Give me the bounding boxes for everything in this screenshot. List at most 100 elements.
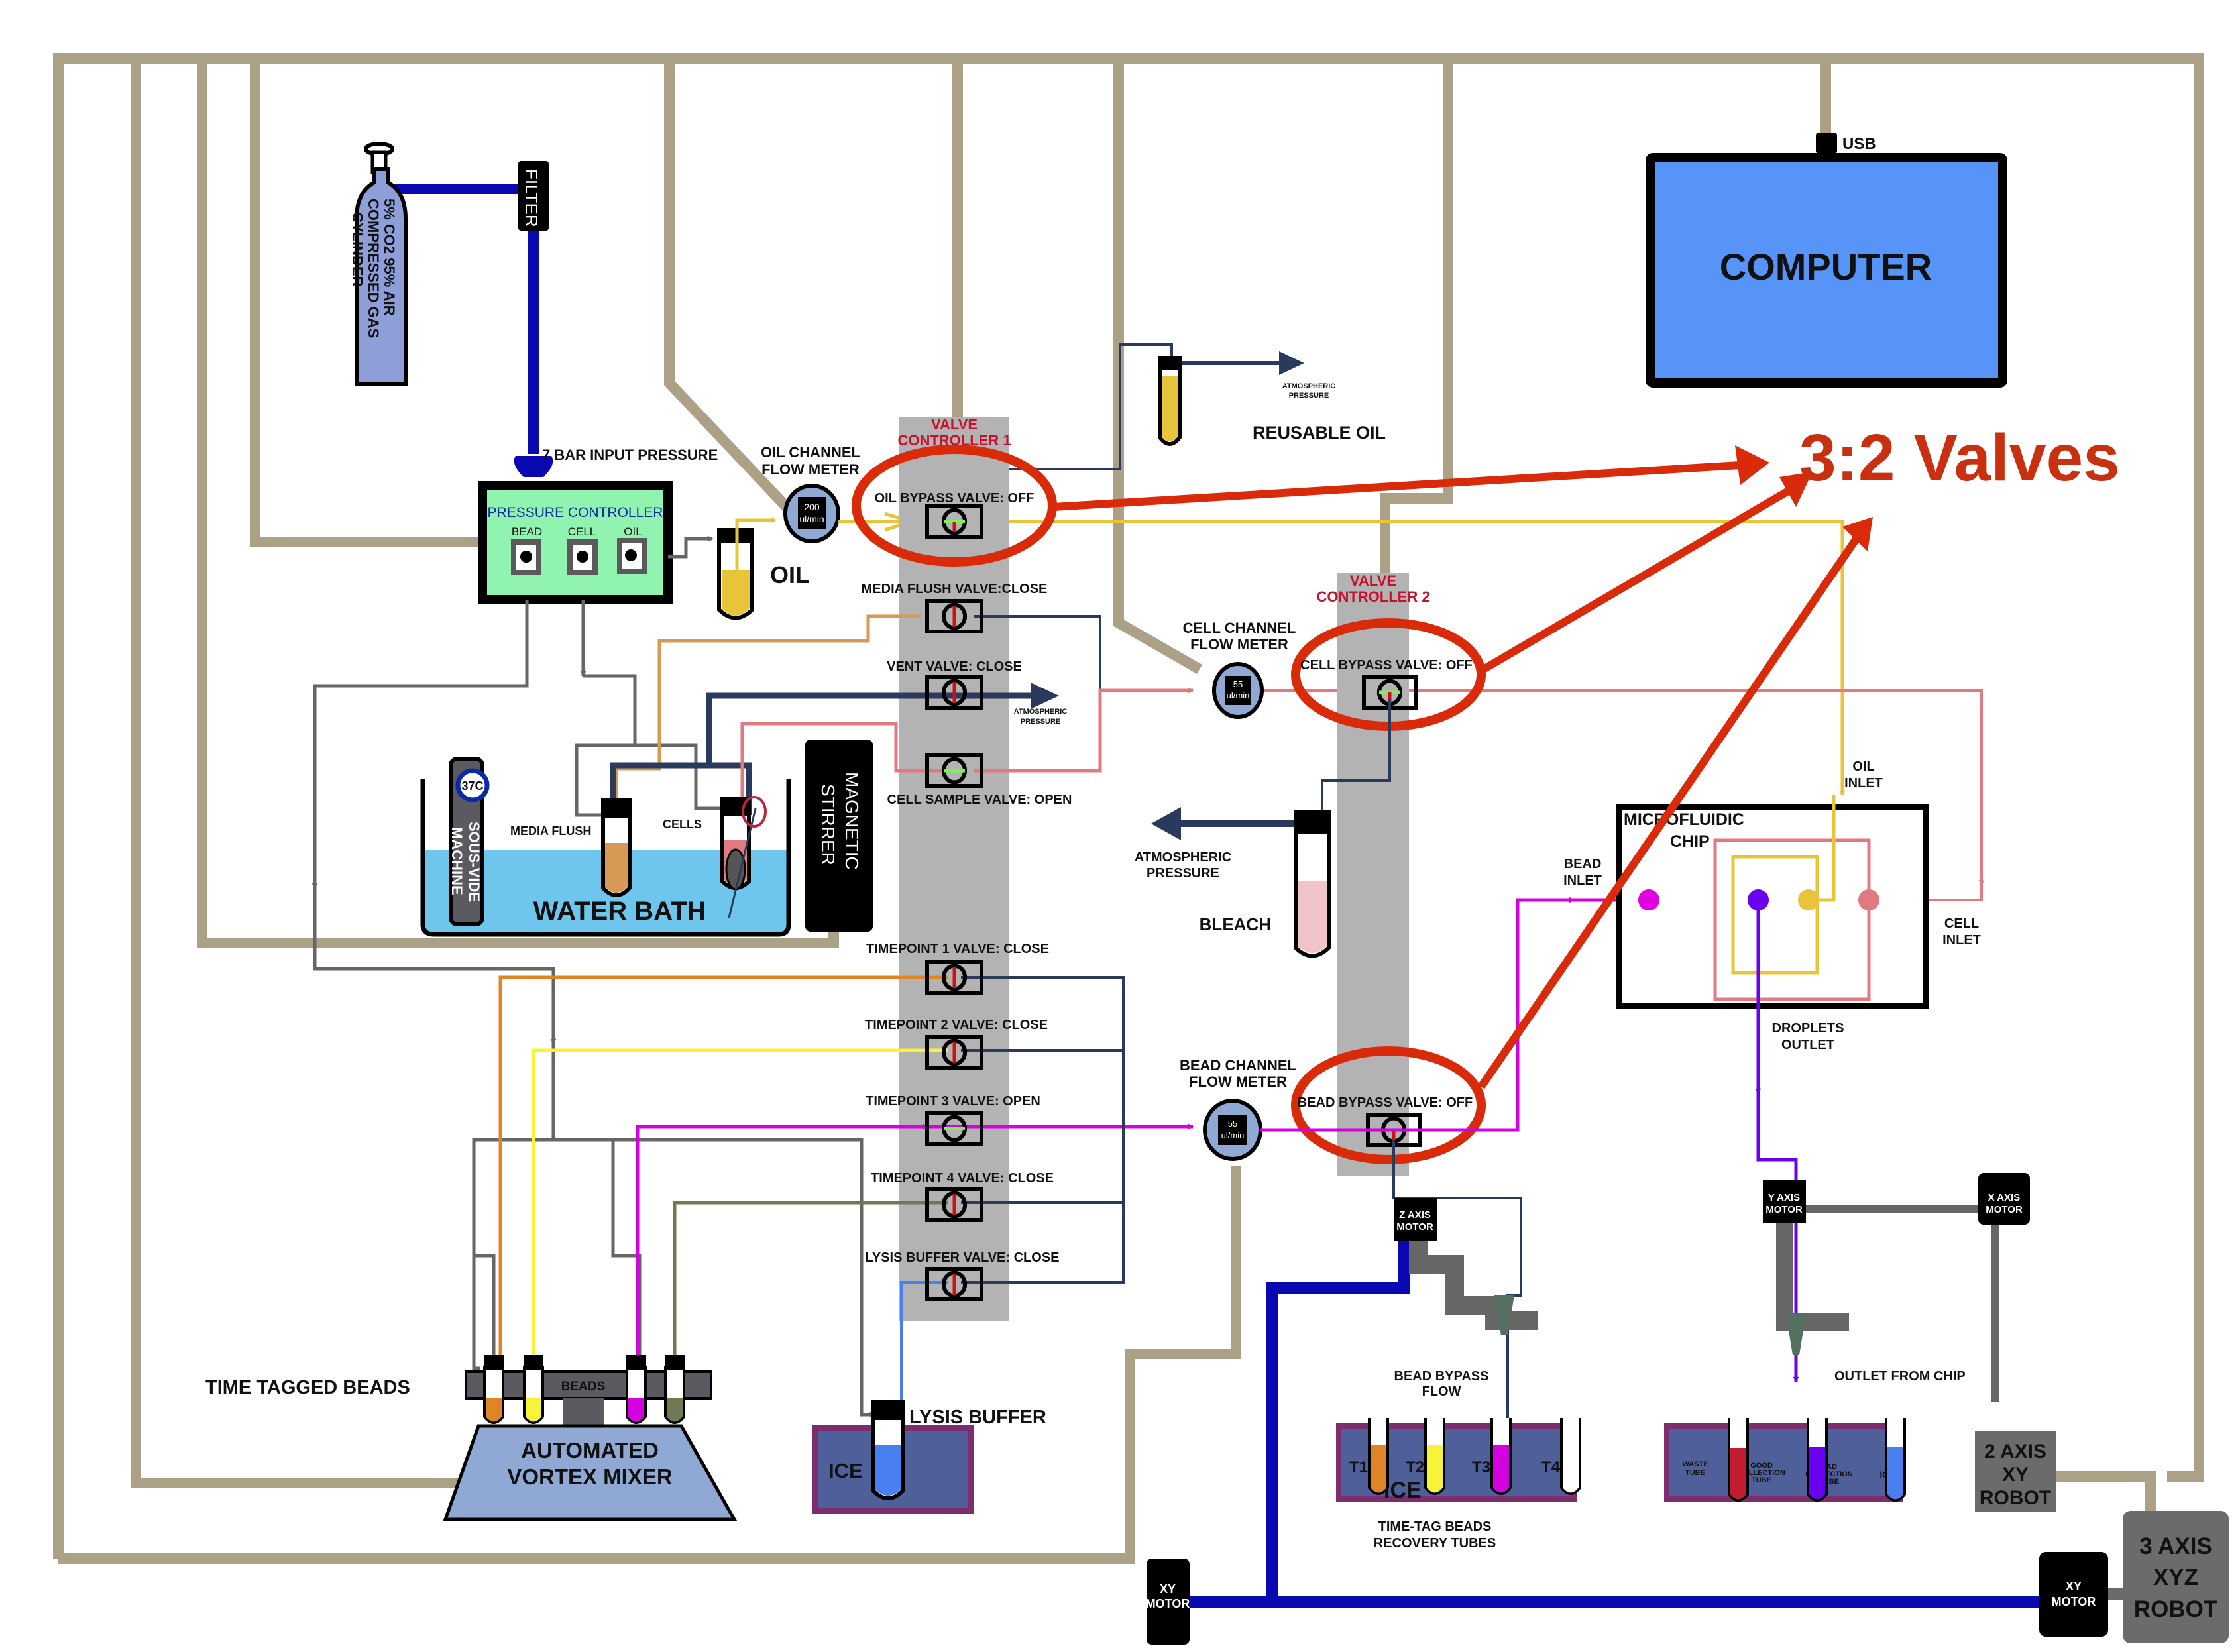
svg-text:TIME-TAG BEADS: TIME-TAG BEADS (1378, 1519, 1492, 1534)
pc-channel-cell: CELL (568, 525, 596, 538)
bead-tube-label: T4 (667, 1380, 683, 1395)
recovery-tube-label: T4 (1541, 1459, 1561, 1476)
svg-text:LYSIS BUFFER: LYSIS BUFFER (909, 1407, 1046, 1428)
pressure-lines (315, 539, 875, 1415)
oil-bypass-valve[interactable]: off (925, 504, 983, 539)
recovery-tube-label: T2 (1406, 1459, 1424, 1476)
valve-label-oil-bypass: OIL BYPASS VALVE: OFF (875, 491, 1035, 506)
svg-text:DROPLETS: DROPLETS (1772, 1021, 1844, 1036)
timepoint2-valve[interactable]: closed (925, 1035, 983, 1070)
cell-inlet-port (1858, 889, 1879, 910)
recovery-tube-t2: T2 (1406, 1418, 1445, 1495)
oil-reservoir: OIL (717, 528, 810, 620)
svg-text:VALVE: VALVE (931, 416, 978, 433)
svg-text:TUBE: TUBE (1685, 1469, 1705, 1477)
svg-text:MEDIA FLUSH: MEDIA FLUSH (510, 824, 591, 838)
cell-sample-valve[interactable]: open (925, 753, 983, 788)
svg-text:XYZ: XYZ (2153, 1565, 2198, 1590)
svg-text:ATMOSPHERIC: ATMOSPHERIC (1282, 382, 1336, 390)
water-bath-label: WATER BATH (533, 897, 706, 926)
svg-text:X AXIS: X AXIS (1988, 1192, 2021, 1203)
svg-text:2 AXIS: 2 AXIS (1984, 1441, 2046, 1462)
bead-inlet-port (1638, 889, 1659, 910)
bead-tube-label: T3 (628, 1380, 644, 1395)
svg-text:55: 55 (1228, 1119, 1237, 1129)
timepoint1-line (498, 975, 948, 1362)
svg-text:VALVE: VALVE (1350, 573, 1396, 589)
reusable-oil-label: REUSABLE OIL (1253, 423, 1386, 443)
oil-flow-reading: 200 (804, 502, 820, 512)
media-flush-valve[interactable]: closed (925, 599, 983, 633)
recovery-tube-t1: T1 (1349, 1418, 1389, 1495)
svg-text:MOTOR: MOTOR (1396, 1221, 1433, 1233)
vent-valve[interactable]: closed (925, 675, 983, 710)
svg-text:GOOD: GOOD (1750, 1462, 1773, 1470)
svg-text:ICE: ICE (1384, 1478, 1422, 1503)
oil-bypass-annotation (852, 445, 1057, 567)
svg-text:ul/min: ul/min (1227, 690, 1250, 700)
timepoint-return (961, 976, 1125, 1284)
recovery-tube-label: T1 (1349, 1459, 1368, 1476)
lysis-line (900, 1281, 948, 1415)
good-collection-tube (1807, 1418, 1828, 1502)
valve-label-media-flush: MEDIA FLUSH VALVE:CLOSE (862, 582, 1048, 596)
bead-flow-meter: BEAD CHANNEL FLOW METER 55 ul/min (1180, 1057, 1296, 1161)
svg-text:INLET: INLET (1942, 933, 1981, 948)
bad-collection-tube (1885, 1418, 1906, 1502)
valve-label-cell-sample: CELL SAMPLE VALVE: OPEN (887, 793, 1072, 807)
svg-text:XY: XY (1160, 1582, 1176, 1596)
svg-text:5% CO2 95% AIR COMPRES: 5% CO2 95% AIR COMPRESSED GAS CYLINDER (349, 199, 398, 342)
oil-flow-meter: OIL CHANNEL FLOW METER 200 ul/min (761, 444, 860, 543)
svg-text:55: 55 (1233, 679, 1243, 689)
svg-text:CELL: CELL (1944, 916, 1979, 931)
lysis-buffer-valve[interactable]: closed (925, 1267, 983, 1301)
xy-motor-left: XY MOTOR (1146, 1559, 1190, 1645)
svg-text:Z AXIS: Z AXIS (1399, 1209, 1431, 1221)
sous-vide-machine: 37C SOUS-VIDE MACHINE (449, 757, 490, 926)
svg-text:ROBOT: ROBOT (1980, 1487, 2051, 1509)
droplet-junction (1748, 889, 1769, 910)
water-bath: 37C SOUS-VIDE MACHINE MEDIA FLUSH CELLS … (420, 757, 791, 937)
timepoint1-valve[interactable]: closed (925, 960, 983, 995)
svg-text:3 AXIS: 3 AXIS (2139, 1533, 2212, 1559)
svg-text:BEAD: BEAD (1564, 857, 1602, 871)
svg-text:BEAD CHANNEL: BEAD CHANNEL (1180, 1057, 1296, 1074)
svg-text:MAGNETIC STIRRER: MAGNETIC STIRRER (818, 772, 862, 875)
timepoint4-valve[interactable]: closed (925, 1187, 983, 1222)
oil-line (735, 520, 775, 570)
robots: 2 AXIS XY ROBOT 3 AXIS XYZ ROBOT XY MOTO… (1146, 1352, 2229, 1645)
svg-text:OUTLET: OUTLET (1781, 1038, 1834, 1052)
timepoint3-line (636, 1127, 928, 1362)
bead-recovery: Z AXIS MOTOR BEAD BYPASS FLOW ICE TIME-T… (1266, 1140, 1577, 1551)
svg-text:USB: USB (1842, 135, 1876, 153)
timepoint3-valve[interactable]: open (925, 1111, 983, 1146)
xy-motor-right: XY MOTOR (2039, 1552, 2108, 1637)
computer: USB COMPUTER (1646, 133, 2007, 388)
svg-text:TUBE: TUBE (1752, 1476, 1771, 1484)
svg-text:OUTLET FROM CHIP: OUTLET FROM CHIP (1834, 1369, 1966, 1384)
bead-tube-t1: T1 (483, 1355, 504, 1424)
magnetic-stirrer: MAGNETIC STIRRER (805, 740, 873, 932)
svg-text:CELLS: CELLS (663, 818, 702, 831)
pressure-controller-title: PRESSURE CONTROLLER (488, 505, 663, 520)
bead-tube-t3: T3 (626, 1355, 647, 1424)
annotation-arrows: 3:2 Valves (1053, 421, 2120, 1089)
svg-text:ICE: ICE (828, 1459, 863, 1482)
valve-label-lysis: LYSIS BUFFER VALVE: CLOSE (866, 1250, 1060, 1265)
oil-inlet-port (1798, 889, 1819, 910)
svg-text:MOTOR: MOTOR (2052, 1595, 2096, 1608)
svg-text:FLOW METER: FLOW METER (1190, 636, 1288, 653)
svg-text:ul/min: ul/min (1221, 1130, 1245, 1140)
svg-text:PRESSURE: PRESSURE (1289, 392, 1329, 400)
pc-channel-bead: BEAD (512, 525, 542, 538)
oil-main-line (838, 520, 1842, 795)
svg-text:COMPUTER: COMPUTER (1720, 246, 1932, 288)
svg-text:XY: XY (2066, 1580, 2082, 1593)
gas-filter: FILTER (518, 161, 549, 231)
valve-label-timepoint1: TIMEPOINT 1 VALVE: CLOSE (866, 942, 1049, 956)
pc-port-oil (617, 538, 647, 574)
pressure-inlet-connector (514, 456, 553, 477)
svg-text:CELL CHANNEL: CELL CHANNEL (1183, 620, 1296, 636)
svg-text:AUTOMATED: AUTOMATED (521, 1438, 659, 1462)
svg-text:ROBOT: ROBOT (2134, 1596, 2217, 1622)
